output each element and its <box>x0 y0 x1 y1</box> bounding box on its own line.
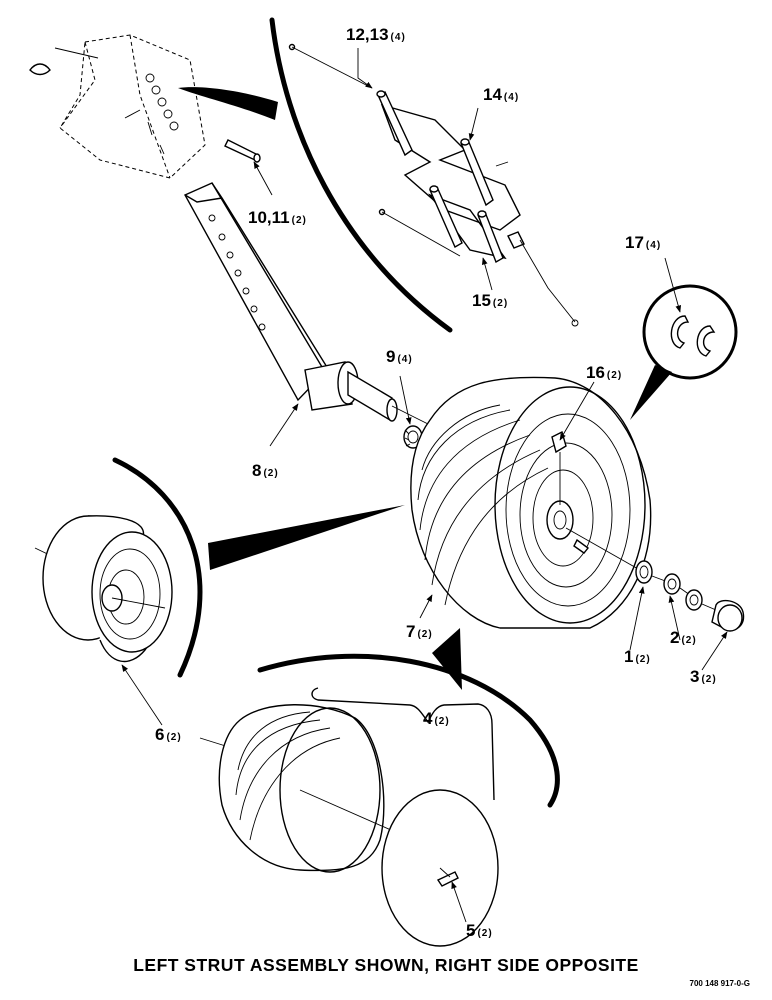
leader-lines <box>121 48 728 923</box>
callout-labels: 12,13(4) 14(4) 10,11(2) 15(2) 17(4) 16(2… <box>155 25 717 940</box>
callout-7: 7(2) <box>406 622 433 641</box>
callout-15: 15(2) <box>472 291 508 310</box>
tire-detail <box>199 628 560 947</box>
wheel-tire-assembly <box>410 376 652 629</box>
callout-14: 14(4) <box>483 85 519 104</box>
drawing-number: 700 148 917-0-G <box>689 979 751 988</box>
hub-hardware <box>635 560 745 632</box>
callout-9: 9(4) <box>386 347 413 366</box>
frame-bracket <box>29 34 206 179</box>
callout-10-11: 10,11(2) <box>248 208 307 227</box>
strut-tube <box>184 182 441 431</box>
pin <box>224 139 261 163</box>
callout-17: 17(4) <box>625 233 661 252</box>
callout-6: 6(2) <box>155 725 182 744</box>
callout-4: 4(2) <box>423 709 450 728</box>
callout-16: 16(2) <box>586 363 622 382</box>
diagram-caption: LEFT STRUT ASSEMBLY SHOWN, RIGHT SIDE OP… <box>133 955 639 975</box>
rim-detail <box>34 457 405 678</box>
callout-5: 5(2) <box>466 921 493 940</box>
callout-8: 8(2) <box>252 461 279 480</box>
callout-3: 3(2) <box>690 667 717 686</box>
callout-1: 1(2) <box>624 647 651 666</box>
callout-2: 2(2) <box>670 628 697 647</box>
snap-ring-detail <box>630 284 738 420</box>
callout-12-13: 12,13(4) <box>346 25 406 44</box>
hardware-detail <box>178 17 579 333</box>
